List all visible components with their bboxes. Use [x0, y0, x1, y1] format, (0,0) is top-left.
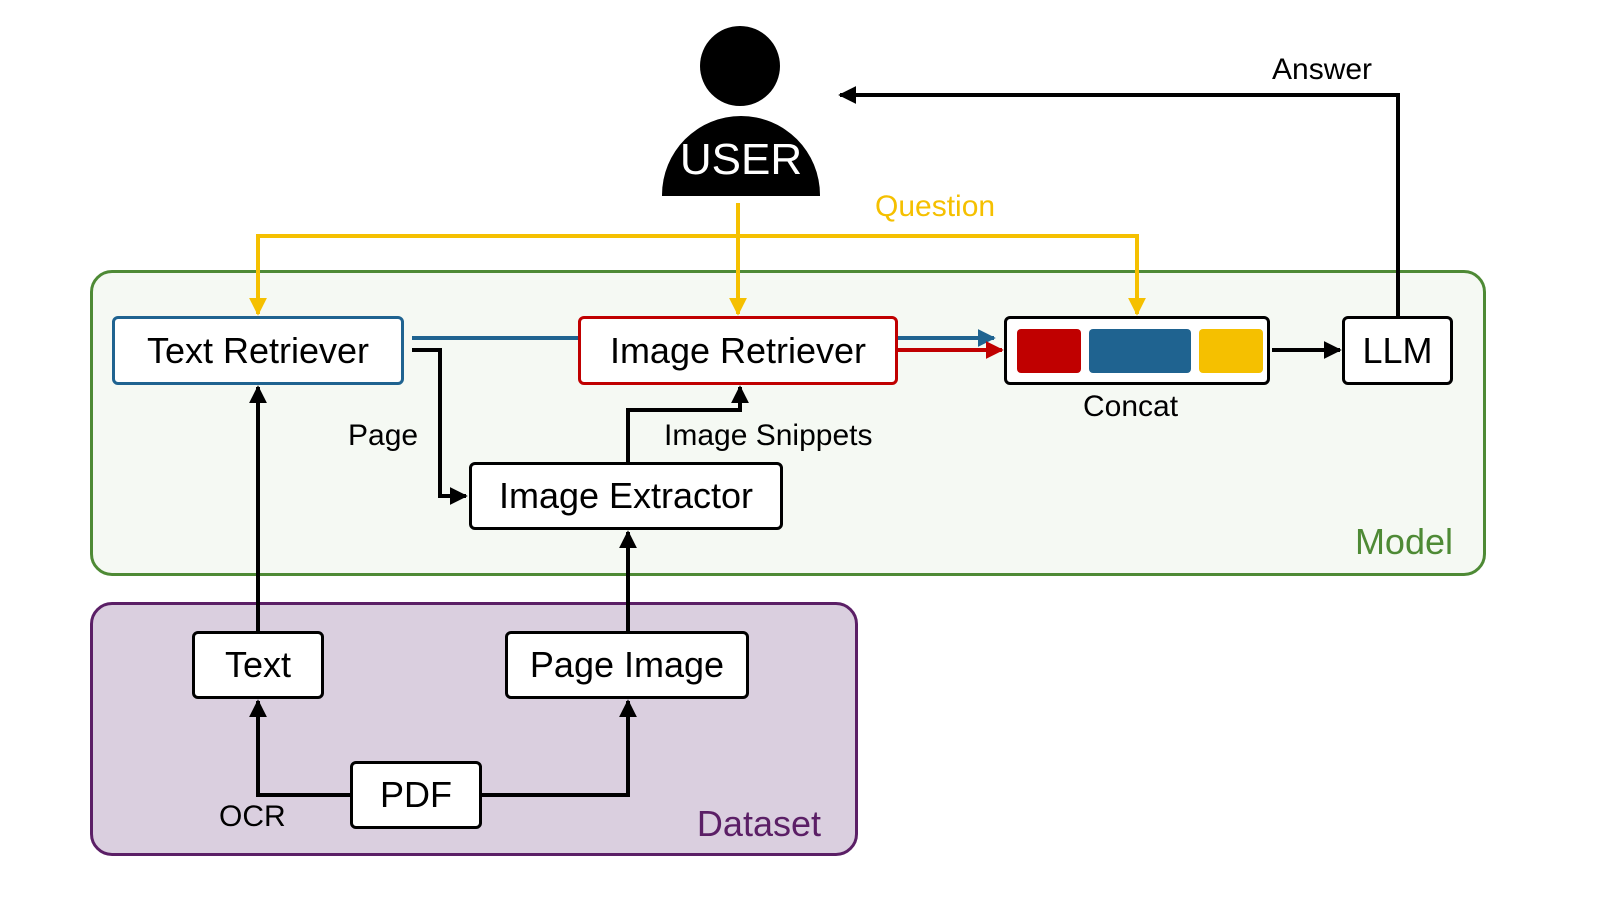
dataset-region-label: Dataset [696, 803, 821, 844]
user-icon [700, 26, 780, 106]
question-edge-label: Question [875, 190, 996, 223]
pdf-to-page-image-arrow [482, 699, 637, 797]
user-label: USER [679, 135, 803, 184]
ocr-edge-label: OCR [219, 800, 286, 833]
question-arrow-text-retriever [249, 203, 740, 316]
concat-label: Concat [1083, 390, 1179, 423]
llm-node: LLM [1342, 316, 1453, 385]
concat-chip-text [1089, 329, 1191, 373]
text-retriever-node: Text Retriever [112, 316, 404, 385]
answer-edge-label: Answer [1272, 53, 1373, 86]
pdf-to-text-arrow [249, 699, 350, 797]
concat-chip-image [1017, 329, 1081, 373]
answer-arrow [838, 86, 1400, 316]
pdf-node: PDF [350, 761, 482, 829]
question-arrow-concat [738, 234, 1146, 316]
page-image-node: Page Image [505, 631, 749, 699]
image-retriever-node: Image Retriever [578, 316, 898, 385]
image-extractor-node: Image Extractor [469, 462, 783, 530]
text-node: Text [192, 631, 324, 699]
concat-chip-question [1199, 329, 1263, 373]
page-arrow [412, 348, 468, 505]
image-snippets-edge-label: Image Snippets [664, 419, 873, 452]
image-snippets-arrow [626, 385, 749, 462]
page-edge-label: Page [348, 419, 419, 452]
model-region-label: Model [1354, 521, 1453, 562]
concat-node [1004, 316, 1270, 385]
